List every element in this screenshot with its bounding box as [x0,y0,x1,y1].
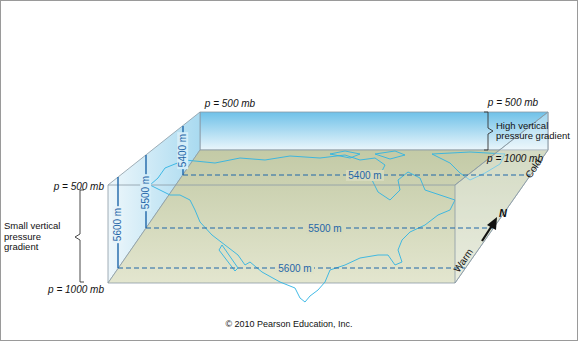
height-label: 5500 m [140,173,151,210]
north-america-map [150,151,505,302]
gradient-note: High vertical pressure gradient [496,121,576,142]
height-label: 5500 m [306,223,343,234]
height-label: 5400 m [177,131,188,168]
pressure-level-label: p = 1000 mb [48,284,104,295]
height-columns [118,126,183,268]
top-edge [108,112,548,185]
left-bracket [75,190,84,282]
pressure-level-label: p = 500 mb [205,98,255,109]
right-bracket [484,112,493,150]
height-label: 5600 m [112,205,123,242]
copyright-note: © 2010 Pearson Education, Inc. [225,320,352,330]
north-arrow [482,217,497,241]
height-label: 5400 m [346,170,383,181]
height-label: 5600 m [276,263,313,274]
north-label: N [499,207,507,219]
gradient-note: Small vertical pressure gradient [4,221,74,252]
pressure-level-label: p = 500 mb [54,181,104,192]
pressure-level-label: p = 500 mb [488,97,538,108]
back-face [200,112,548,150]
